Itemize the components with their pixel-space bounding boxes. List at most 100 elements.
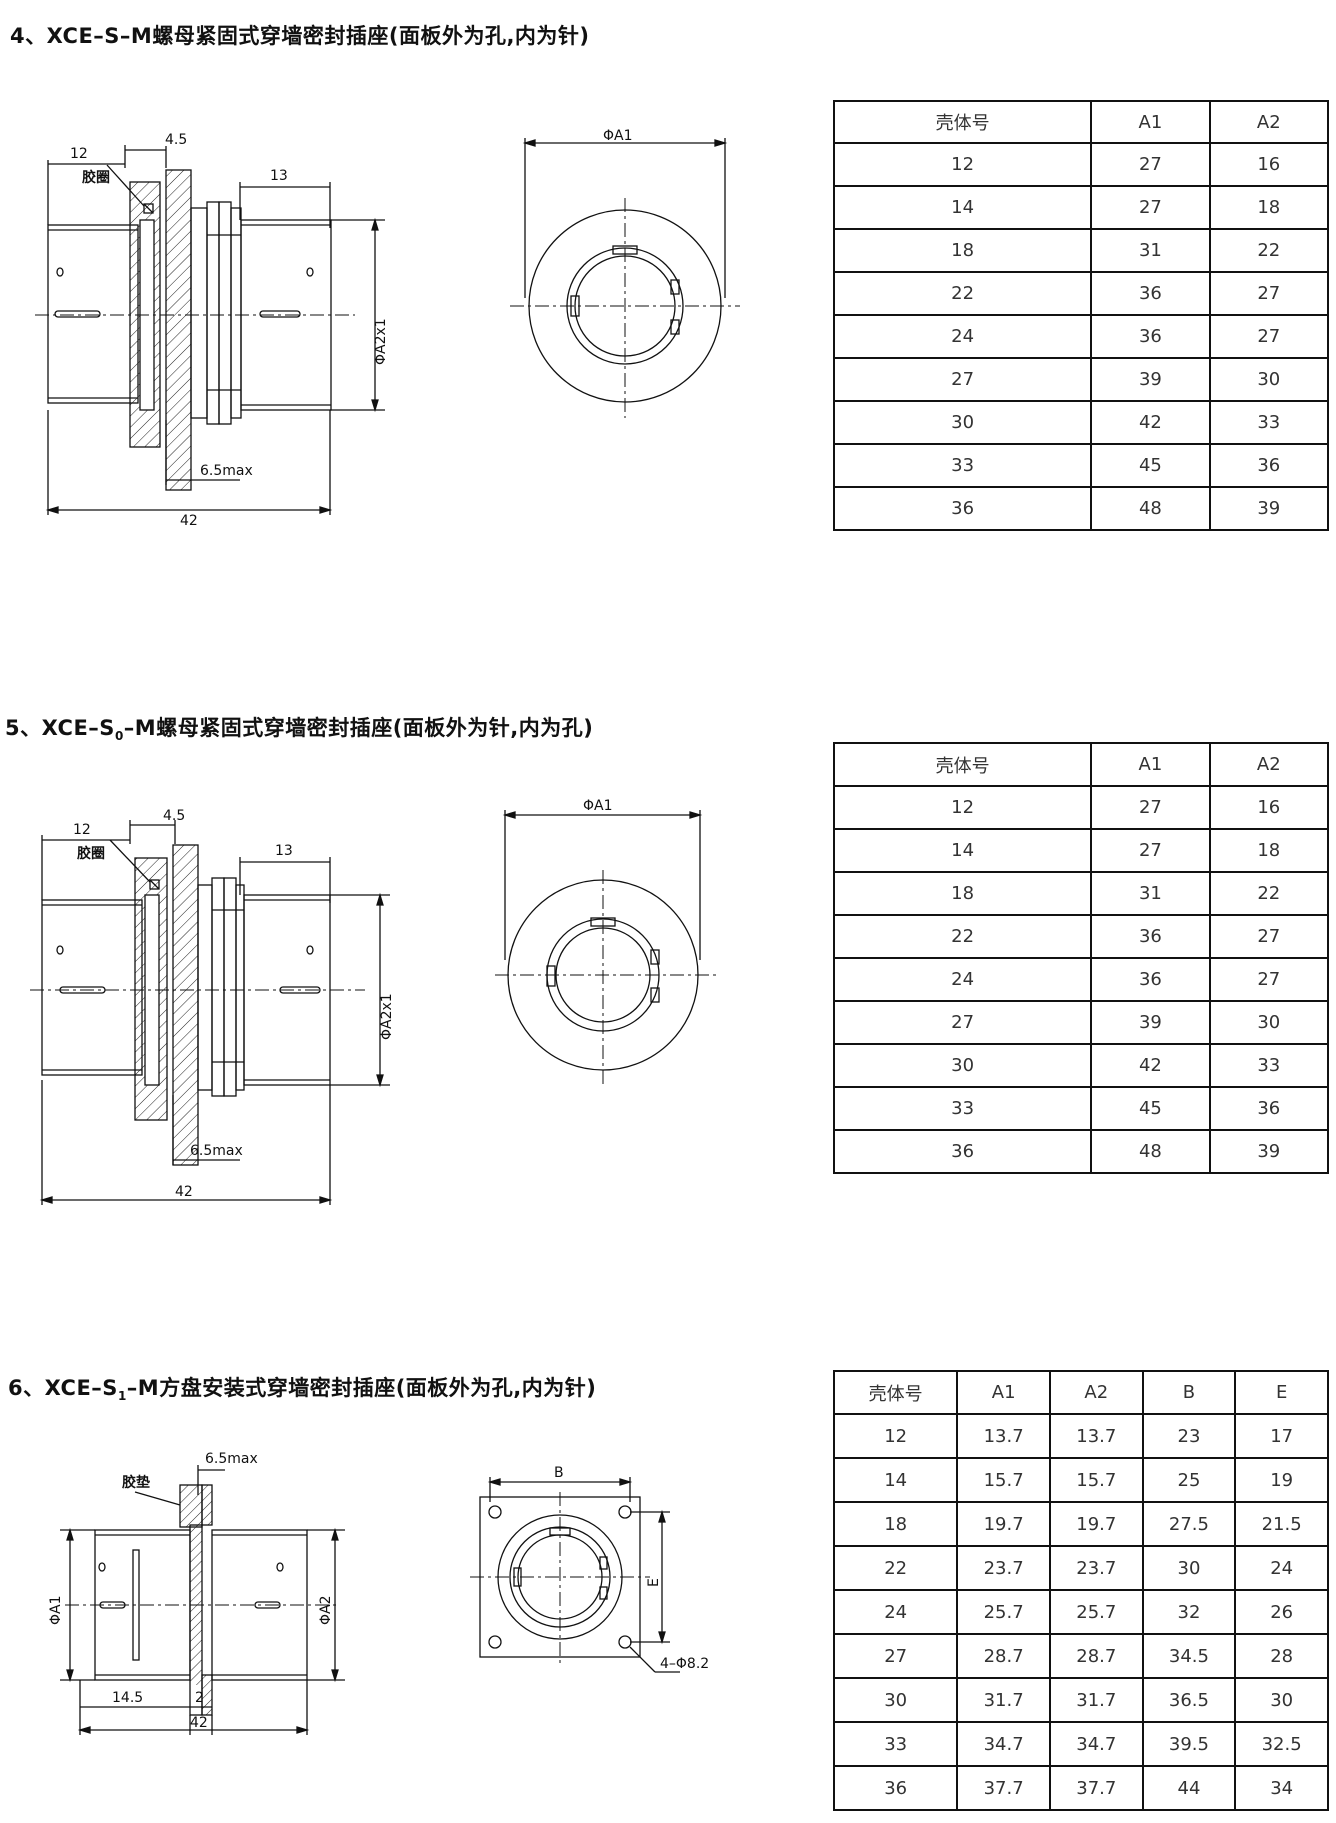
table-cell: 13.7 [956, 1413, 1051, 1459]
table-cell: 31.7 [1048, 1677, 1144, 1723]
section-6-title-prefix: 6、XCE–S [8, 1376, 118, 1400]
table-cell: 27 [1208, 957, 1330, 1002]
table-cell: 37.7 [1048, 1765, 1144, 1811]
table-cell: 18 [832, 871, 1093, 916]
section-4-side-view: 12 4.5 13 胶圈 ΦA2x1 6.5max 42 [30, 120, 390, 540]
holes-label: 4–Φ8.2 [660, 1656, 709, 1672]
section-6-front-view: B E 4–Φ8.2 [470, 1462, 730, 1682]
dim-65-label: 6.5max [200, 463, 253, 479]
table-cell: 12 [832, 142, 1093, 187]
dim-42-label: 42 [175, 1184, 193, 1200]
table-cell: 36 [832, 1765, 959, 1811]
table-header: A2 [1208, 100, 1330, 144]
table-cell: 23.7 [1048, 1545, 1144, 1591]
table-cell: 45 [1090, 443, 1211, 488]
table-cell: 30 [832, 400, 1093, 445]
table-cell: 28.7 [1048, 1633, 1144, 1679]
section-4-title: 4、XCE–S–M螺母紧固式穿墙密封插座(面板外为孔,内为针) [10, 20, 590, 50]
section-5-side-view: 12 4.5 13 胶圈 ΦA2x1 6.5max 42 [25, 800, 395, 1220]
table-cell: 13.7 [1048, 1413, 1144, 1459]
table-cell: 18 [832, 1501, 959, 1547]
dim-a2-label: ΦA2x1 [379, 993, 395, 1040]
section-6-title: 6、XCE–S1–M方盘安装式穿墙密封插座(面板外为孔,内为针) [8, 1372, 596, 1403]
table-cell: 26 [1234, 1589, 1329, 1635]
dim-42-label: 42 [180, 513, 198, 529]
dim-12-label: 12 [70, 146, 88, 162]
table-cell: 27 [1208, 914, 1330, 959]
table-cell: 12 [832, 1413, 959, 1459]
dim-145-label: 14.5 [112, 1690, 143, 1706]
table-cell: 23 [1141, 1413, 1237, 1459]
section-5-title-prefix: 5、XCE–S [5, 716, 115, 740]
table-cell: 19.7 [956, 1501, 1051, 1547]
section-5-title-sub: 0 [114, 729, 124, 744]
table-cell: 27 [1208, 314, 1330, 359]
section-6-title-rest: –M方盘安装式穿墙密封插座(面板外为孔,内为针) [126, 1376, 597, 1400]
table-header: 壳体号 [832, 100, 1093, 144]
table-cell: 19.7 [1048, 1501, 1144, 1547]
table-cell: 22 [1208, 228, 1330, 273]
table-cell: 27 [1090, 785, 1211, 830]
table-cell: 12 [832, 785, 1093, 830]
dim-a2-label: ΦA2 [318, 1595, 334, 1625]
table-cell: 21.5 [1234, 1501, 1329, 1547]
table-cell: 18 [1208, 828, 1330, 873]
table-cell: 31.7 [956, 1677, 1051, 1723]
table-cell: 25.7 [1048, 1589, 1144, 1635]
table-cell: 27 [1090, 185, 1211, 230]
table-cell: 23.7 [956, 1545, 1051, 1591]
table-cell: 28 [1234, 1633, 1329, 1679]
gasket-label: 胶圈 [82, 169, 110, 186]
table-cell: 33 [1208, 1043, 1330, 1088]
table-cell: 16 [1208, 142, 1330, 187]
table-cell: 36.5 [1141, 1677, 1237, 1723]
table-cell: 36 [1090, 271, 1211, 316]
dim-b-label: B [554, 1465, 564, 1481]
dim-45-label: 4.5 [163, 808, 185, 824]
table-cell: 33 [1208, 400, 1330, 445]
table-cell: 25 [1141, 1457, 1237, 1503]
table-cell: 22 [832, 271, 1093, 316]
section-5-front-view: ΦA1 [495, 790, 725, 1090]
section-4-front-view: ΦA1 [505, 128, 745, 428]
table-header: A1 [1090, 100, 1211, 144]
table-cell: 30 [1141, 1545, 1237, 1591]
dim-13-label: 13 [270, 168, 288, 184]
table-cell: 30 [1234, 1677, 1329, 1723]
table-header: 壳体号 [832, 742, 1093, 787]
table-cell: 36 [832, 1129, 1093, 1174]
table-cell: 42 [1090, 400, 1211, 445]
table-cell: 27 [832, 1000, 1093, 1045]
table-header: 壳体号 [832, 1370, 959, 1415]
section-5-title-rest: –M螺母紧固式穿墙密封插座(面板外为针,内为孔) [123, 716, 594, 740]
table-cell: 31 [1090, 871, 1211, 916]
dim-65-label: 6.5max [205, 1451, 258, 1467]
table-cell: 24 [1234, 1545, 1329, 1591]
section-4-title-rest: 螺母紧固式穿墙密封插座(面板外为孔,内为针) [152, 24, 590, 48]
table-cell: 16 [1208, 785, 1330, 830]
table-cell: 48 [1090, 486, 1211, 531]
table-cell: 27 [832, 357, 1093, 402]
table-cell: 39 [1090, 1000, 1211, 1045]
table-cell: 34 [1234, 1765, 1329, 1811]
table-cell: 34.7 [1048, 1721, 1144, 1767]
table-cell: 34.7 [956, 1721, 1051, 1767]
table-cell: 14 [832, 828, 1093, 873]
table-header: B [1141, 1370, 1237, 1415]
table-cell: 30 [1208, 1000, 1330, 1045]
